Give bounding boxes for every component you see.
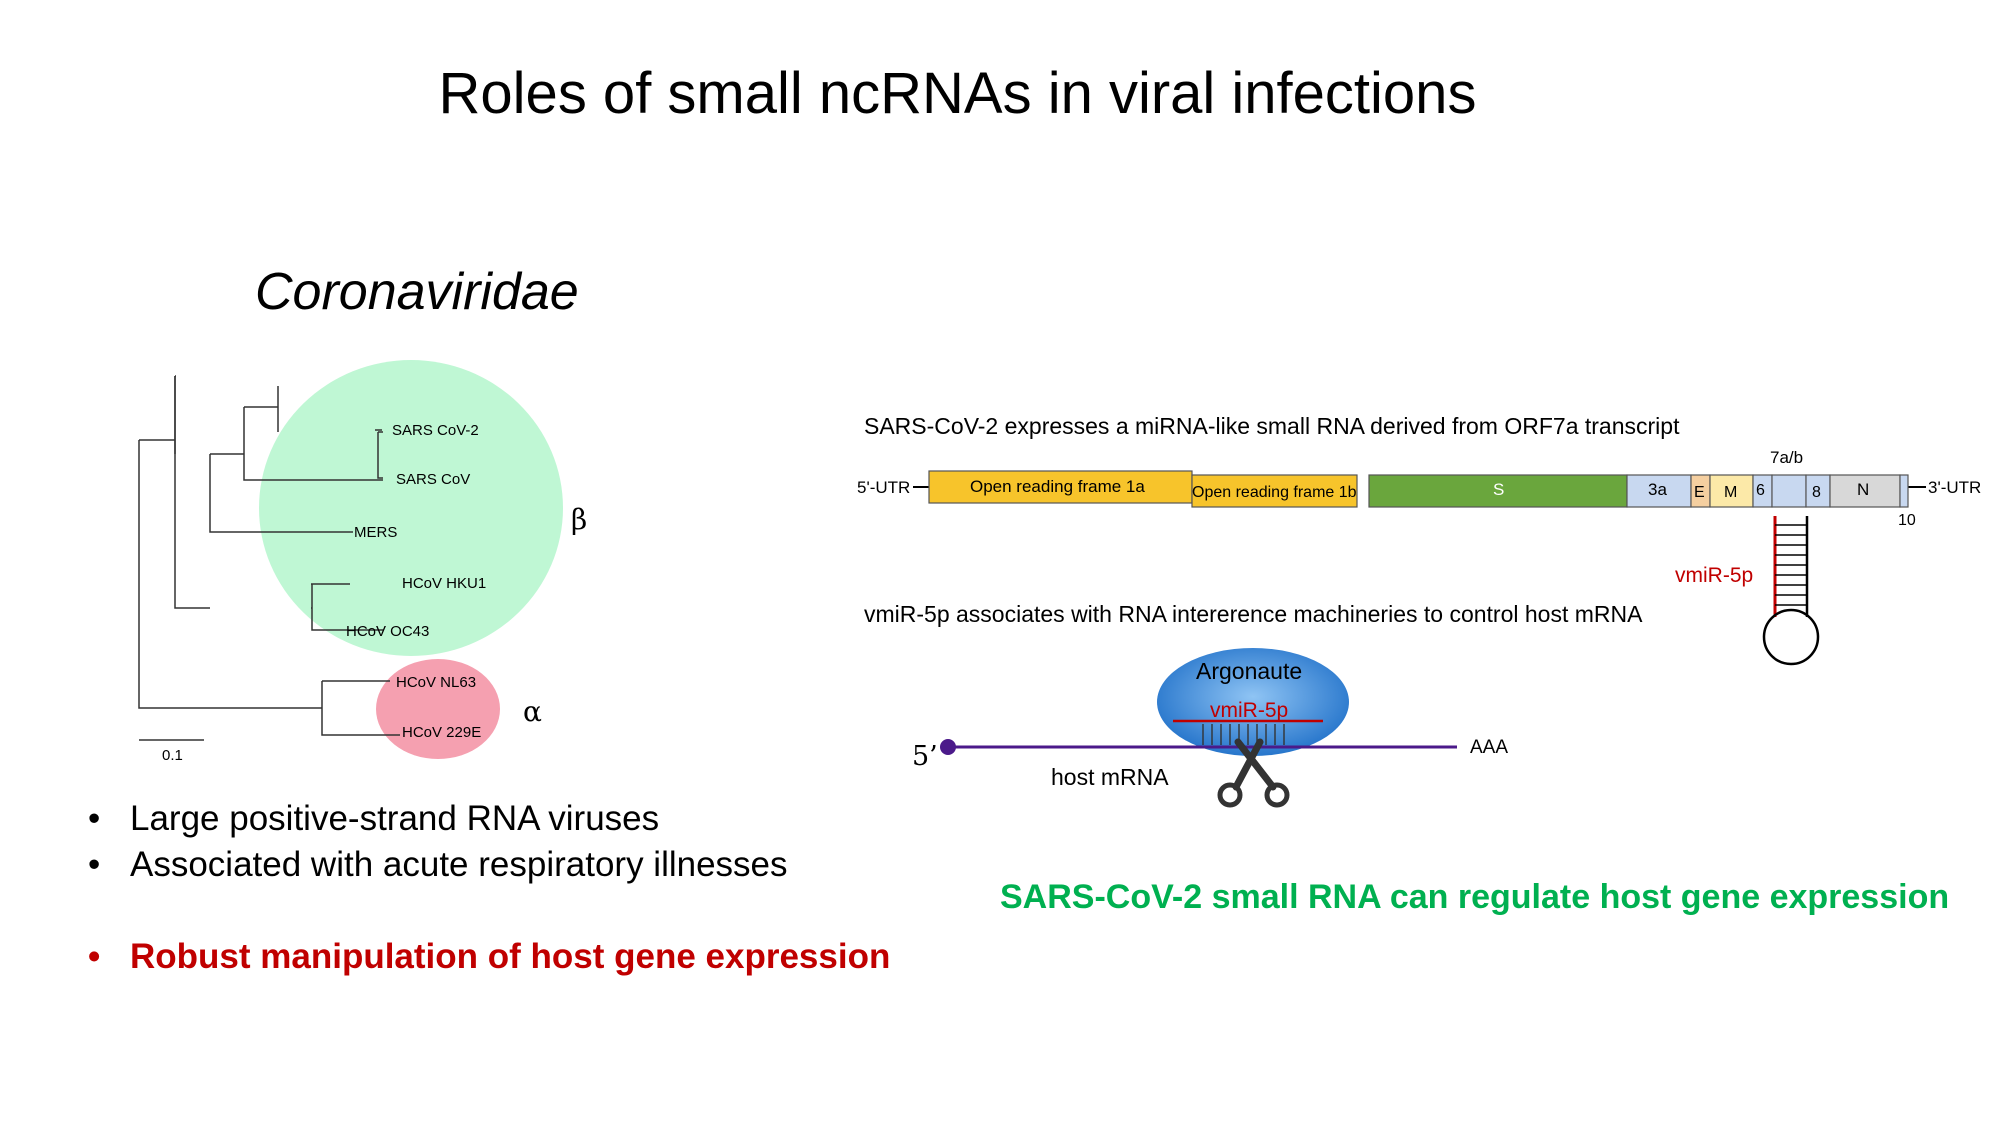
gene-3a-label: 3a [1648, 480, 1667, 499]
hairpin-structure [1762, 516, 1820, 666]
gene-m-label: M [1724, 484, 1737, 501]
tree-leaf: SARS CoV-2 [392, 422, 479, 439]
bullet-marker: • [88, 937, 101, 976]
scissors-icon [1217, 738, 1290, 808]
orf1a-label: Open reading frame 1a [970, 477, 1145, 496]
gene-7ab-box [1771, 474, 1807, 508]
utr3-label: 3'-UTR [1928, 478, 1981, 497]
bullet-item: • Associated with acute respiratory illn… [88, 842, 890, 888]
orf1b-label: Open reading frame 1b [1192, 484, 1357, 501]
bullet-item-highlight: • Robust manipulation of host gene expre… [88, 934, 890, 980]
vmir-label: vmiR-5p [1210, 699, 1288, 722]
gene-10-box [1899, 474, 1909, 508]
mrna-5prime-cap [940, 739, 956, 755]
tree-leaf: MERS [354, 524, 397, 541]
bullet-marker: • [88, 799, 101, 838]
argonaute-label: Argonaute [1196, 658, 1302, 684]
gene-6-label: 6 [1756, 482, 1765, 499]
gene-n-label: N [1857, 480, 1869, 499]
tree-leaf: HCoV 229E [402, 724, 481, 741]
utr5-label: 5'-UTR [857, 478, 910, 497]
mechanism-diagram: Argonaute vmiR-5p 5’ AAA host mRNA [912, 648, 1508, 808]
spike-label: S [1493, 480, 1504, 499]
five-prime-label: 5’ [912, 741, 938, 772]
family-title: Coronaviridae [255, 263, 579, 321]
argonaute-ellipse [1157, 648, 1349, 756]
slide-title: Roles of small ncRNAs in viral infection… [438, 61, 1477, 126]
genome-map: 5'-UTR 3'-UTR Open reading frame 1a Open… [857, 448, 1981, 666]
tree-branches [138, 375, 400, 736]
spike-box [1368, 474, 1628, 508]
beta-label: β [571, 503, 587, 536]
tree-leaf: SARS CoV [396, 471, 470, 488]
bullet-text: Robust manipulation of host gene express… [130, 937, 891, 976]
gene-n-box [1829, 474, 1901, 508]
gene-7ab-label: 7a/b [1770, 448, 1803, 467]
phylogenetic-tree: SARS CoV-2 SARS CoV MERS HCoV HKU1 HCoV … [138, 360, 587, 764]
tree-leaf: HCoV OC43 [346, 623, 429, 640]
conclusion-text: SARS-CoV-2 small RNA can regulate host g… [1000, 878, 1950, 916]
gene-3a-box [1626, 474, 1692, 508]
alpha-clade-ellipse [376, 659, 500, 759]
aaa-label: AAA [1470, 737, 1508, 758]
gene-10-label: 10 [1898, 512, 1916, 529]
bullet-text: Large positive-strand RNA viruses [130, 799, 660, 838]
gene-8-label: 8 [1812, 484, 1821, 501]
bullet-marker: • [88, 845, 101, 884]
beta-clade-ellipse [259, 360, 563, 656]
genome-caption: SARS-CoV-2 expresses a miRNA-like small … [864, 413, 1680, 439]
tree-leaf: HCoV NL63 [396, 674, 476, 691]
gene-8-box [1805, 474, 1831, 508]
gene-e-label: E [1694, 484, 1705, 501]
host-mrna-label: host mRNA [1051, 764, 1169, 790]
hairpin-vmir-label: vmiR-5p [1675, 564, 1753, 587]
mechanism-caption: vmiR-5p associates with RNA intererence … [864, 601, 1643, 627]
scale-label: 0.1 [162, 747, 183, 764]
bullet-list: • Large positive-strand RNA viruses • As… [88, 796, 890, 980]
bullet-text: Associated with acute respiratory illnes… [130, 845, 788, 884]
gene-m-box [1709, 474, 1754, 508]
tree-leaf: HCoV HKU1 [402, 575, 486, 592]
orf1b-box [1191, 474, 1358, 508]
alpha-label: α [523, 695, 542, 728]
base-pairing [1202, 724, 1285, 745]
bullet-item: • Large positive-strand RNA viruses [88, 796, 890, 842]
